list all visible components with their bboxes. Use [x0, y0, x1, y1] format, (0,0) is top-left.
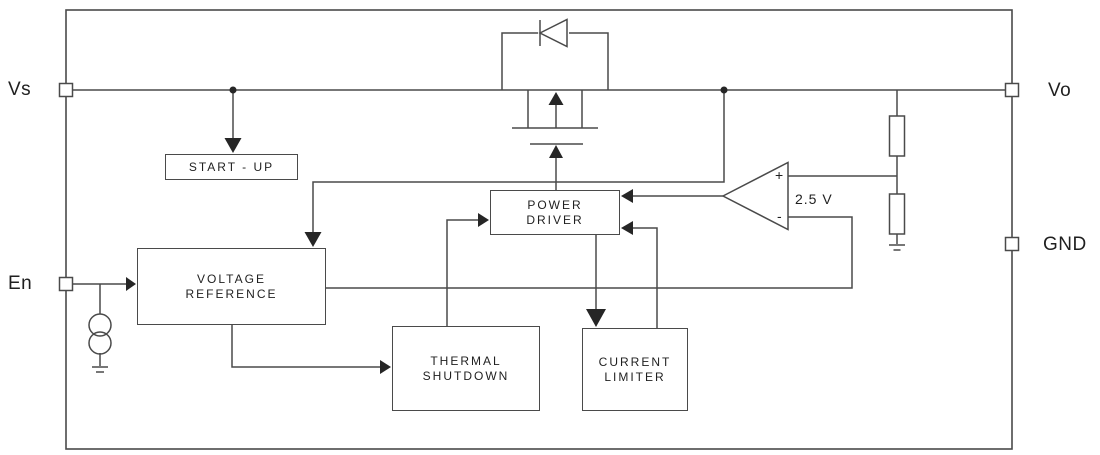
- block-thermal-shutdown: THERMAL SHUTDOWN: [392, 326, 540, 411]
- pin-label-vs: Vs: [8, 79, 32, 100]
- feedback-divider: [888, 115, 906, 235]
- arrow-right-icon: [380, 360, 391, 374]
- arrow-up-icon: [549, 145, 563, 158]
- pin-vs: [58, 82, 74, 98]
- block-label: REFERENCE: [185, 286, 278, 301]
- pin-label-en: En: [8, 273, 33, 294]
- pin-en: [58, 276, 74, 292]
- arrow-right-icon: [126, 277, 136, 291]
- diode-loop-wire: [501, 32, 609, 90]
- block-current-limiter: CURRENT LIMITER: [582, 328, 688, 411]
- vref-to-thermal-wire: [231, 325, 380, 368]
- block-start-up: START - UP: [165, 154, 298, 180]
- ground-symbol-icon: [92, 366, 108, 373]
- block-label: POWER: [527, 197, 583, 212]
- pin-label-gnd: GND: [1043, 234, 1087, 255]
- current-source-circle: [88, 313, 112, 337]
- pin-vo: [1004, 82, 1020, 98]
- junction-dot: [229, 86, 237, 94]
- resistor-icon: [888, 115, 906, 157]
- pmos-source-drain-stubs: [527, 90, 583, 128]
- block-power-driver: POWER DRIVER: [490, 190, 620, 235]
- junction-dots: [229, 86, 728, 94]
- thermal-to-driver-wire: [446, 219, 478, 326]
- arrow-down-icon: [304, 232, 322, 247]
- block-label: VOLTAGE: [197, 271, 266, 286]
- block-label: THERMAL: [430, 353, 502, 368]
- ground-symbols: [92, 244, 905, 373]
- limiter-to-driver-wire: [633, 227, 658, 328]
- block-voltage-reference: VOLTAGE REFERENCE: [137, 248, 326, 325]
- amp-minus-sign: -: [777, 208, 782, 224]
- output-feedback-wire: [312, 90, 725, 233]
- pmos-pass-transistor-icon: [512, 90, 598, 145]
- block-label: CURRENT: [598, 354, 672, 369]
- ground-symbol-icon: [889, 244, 905, 251]
- diode-triangle: [538, 18, 568, 48]
- amp-plus-sign: +: [775, 167, 784, 183]
- arrow-right-icon: [478, 213, 489, 227]
- ic-boundary: [65, 9, 1013, 450]
- arrow-left-icon: [621, 221, 633, 235]
- current-source-icon: [88, 313, 112, 355]
- package-pins: [58, 82, 1020, 292]
- current-source-circle: [88, 331, 112, 355]
- reference-voltage-label: 2.5 V: [795, 191, 833, 207]
- junction-dot: [720, 86, 728, 94]
- pin-gnd: [1004, 236, 1020, 252]
- block-label: DRIVER: [526, 212, 584, 227]
- body-diode-icon: [501, 18, 609, 90]
- block-label: SHUTDOWN: [422, 368, 510, 383]
- arrow-left-icon: [621, 189, 633, 203]
- arrow-down-icon: [586, 309, 606, 327]
- wires: [73, 90, 898, 368]
- arrow-up-icon: [548, 92, 564, 105]
- block-label: LIMITER: [604, 369, 666, 384]
- pin-label-vo: Vo: [1048, 80, 1072, 101]
- arrowheads: [126, 92, 633, 374]
- error-amplifier: [721, 161, 789, 231]
- arrow-down-icon: [224, 138, 242, 153]
- block-label: START - UP: [188, 159, 275, 174]
- resistor-icon: [888, 193, 906, 235]
- vref-to-amp-minus-wire: [326, 216, 853, 289]
